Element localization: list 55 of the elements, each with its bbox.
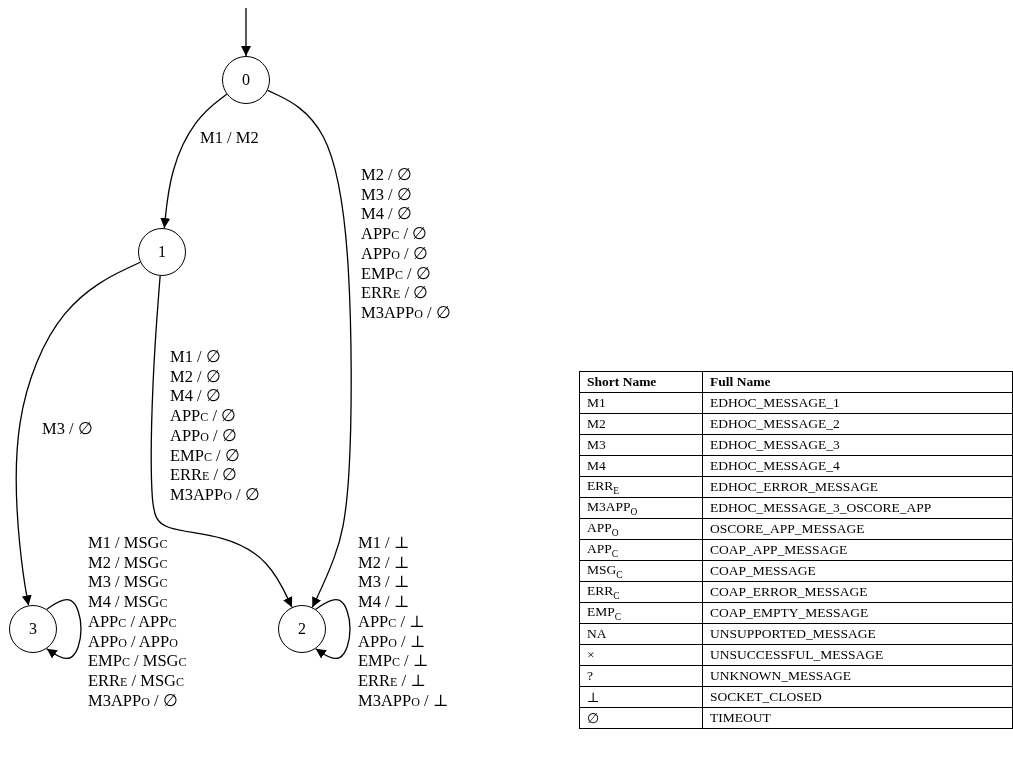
- table-cell: UNSUPPORTED_MESSAGE: [702, 623, 1013, 645]
- table-cell: ∅: [579, 707, 703, 729]
- edge-label: M1 / M2: [200, 128, 259, 148]
- table-cell: TIMEOUT: [702, 707, 1013, 729]
- table-cell: SOCKET_CLOSED: [702, 686, 1013, 708]
- table-cell: M3: [579, 434, 703, 456]
- state-circle: [222, 56, 270, 104]
- table-cell: ⊥: [579, 686, 703, 708]
- arrow: [267, 89, 352, 608]
- state-circle: [138, 228, 186, 276]
- table-cell: EMP$_{C}$: [579, 602, 703, 624]
- table-cell: M2: [579, 413, 703, 435]
- table-cell: ERR$_{C}$: [579, 581, 703, 603]
- arrow: [150, 275, 293, 608]
- edge-label: M3 / ∅: [42, 419, 93, 439]
- state-label: 1: [158, 243, 166, 261]
- table-cell: COAP_MESSAGE: [702, 560, 1013, 582]
- arrow: [15, 261, 141, 607]
- table-cell: COAP_APP_MESSAGE: [702, 539, 1013, 561]
- table-cell: UNSUCCESSFUL_MESSAGE: [702, 644, 1013, 666]
- arrow: [160, 93, 228, 229]
- arrow: [46, 598, 82, 660]
- arrow: [241, 7, 251, 57]
- table-cell: ERR$_{E}$: [579, 476, 703, 498]
- table-cell: COAP_ERROR_MESSAGE: [702, 581, 1013, 603]
- table-cell: OSCORE_APP_MESSAGE: [702, 518, 1013, 540]
- table-cell: M4: [579, 455, 703, 477]
- state-circle: [9, 605, 57, 653]
- edge-label: M1 / ⊥ M2 / ⊥ M3 / ⊥ M4 / ⊥ APPc / ⊥ APPo / ⊥ EMPc / ⊥ ERRe / ⊥ M3APPo / ⊥: [358, 533, 449, 711]
- table-cell: COAP_EMPTY_MESSAGE: [702, 602, 1013, 624]
- table-cell: APP$_{O}$: [579, 518, 703, 540]
- table-cell: M3APP$_{O}$: [579, 497, 703, 519]
- state-label: 0: [242, 71, 250, 89]
- table-cell: EDHOC_MESSAGE_4: [702, 455, 1013, 477]
- edge-label: M1 / ∅ M2 / ∅ M4 / ∅ APPc / ∅ APPo / ∅ EMPc / ∅ ERRe / ∅ M3APPo / ∅: [170, 347, 260, 505]
- state-label: 2: [298, 620, 306, 638]
- table-cell: MSG$_{C}$: [579, 560, 703, 582]
- table-cell: APP$_{C}$: [579, 539, 703, 561]
- table-cell: ?: [579, 665, 703, 687]
- state-label: 3: [29, 620, 37, 638]
- table-cell: EDHOC_MESSAGE_3_OSCORE_APP: [702, 497, 1013, 519]
- table-cell: UNKNOWN_MESSAGE: [702, 665, 1013, 687]
- state-circle: [278, 605, 326, 653]
- column-header: Short Name: [579, 371, 703, 393]
- table-cell: M1: [579, 392, 703, 414]
- table-cell: EDHOC_MESSAGE_1: [702, 392, 1013, 414]
- column-header: Full Name: [702, 371, 1013, 393]
- table-cell: EDHOC_ERROR_MESSAGE: [702, 476, 1013, 498]
- table-cell: NA: [579, 623, 703, 645]
- edge-label: M1 / MSGc M2 / MSGc M3 / MSGc M4 / MSGc APPc / APPc APPo / APPo EMPc / MSGc ERRe / MSGc M3APPo / ∅: [88, 533, 187, 711]
- edge-label: M2 / ∅ M3 / ∅ M4 / ∅ APPc / ∅ APPo / ∅ EMPc / ∅ ERRe / ∅ M3APPo / ∅: [361, 165, 451, 323]
- table-cell: EDHOC_MESSAGE_2: [702, 413, 1013, 435]
- arrow: [315, 598, 351, 660]
- table-cell: EDHOC_MESSAGE_3: [702, 434, 1013, 456]
- table-cell: ×: [579, 644, 703, 666]
